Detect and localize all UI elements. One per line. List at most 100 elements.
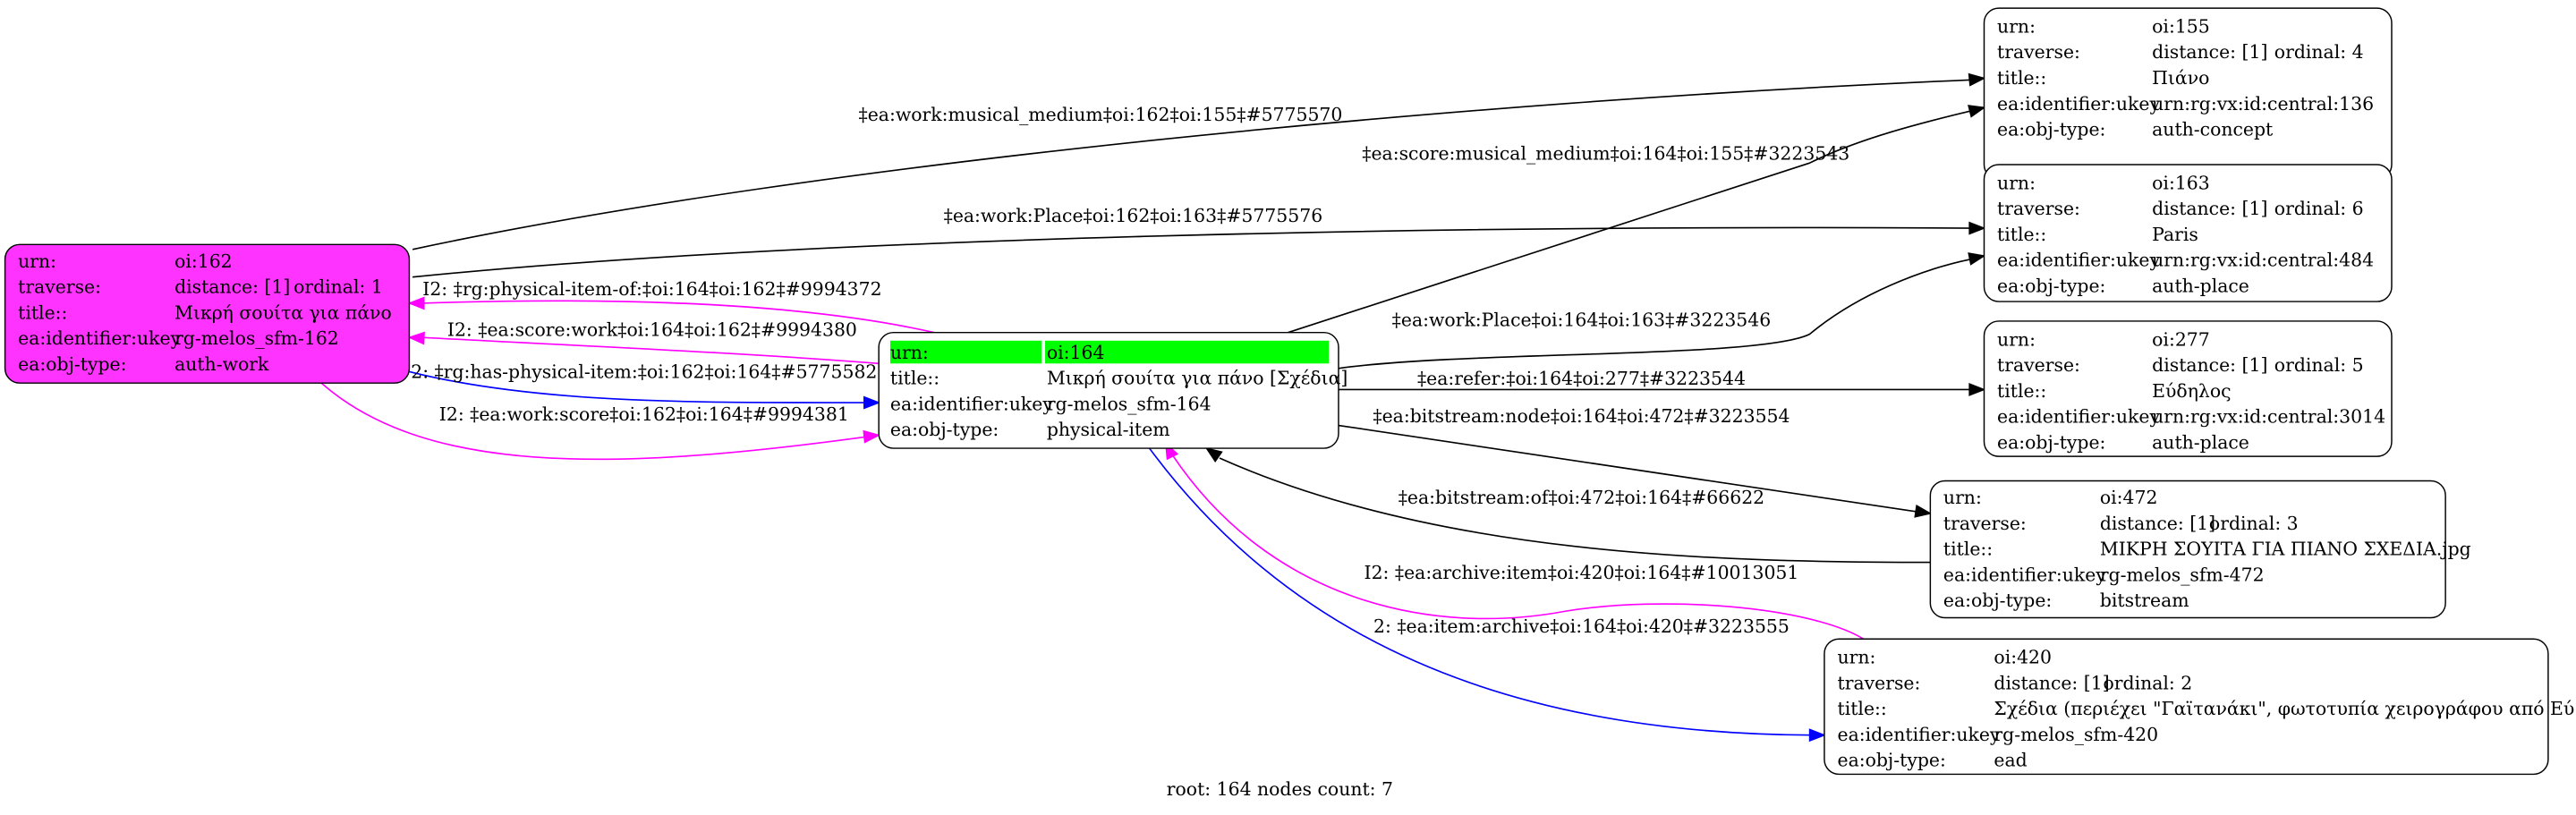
node-field-value: ead	[1994, 750, 2027, 771]
edge-line	[421, 336, 880, 365]
node-field-label: traverse:	[1997, 354, 2080, 376]
node-field-label: urn:	[1997, 172, 2036, 193]
node-field-value: Paris	[2152, 224, 2198, 245]
highlight-cell	[1045, 340, 1330, 364]
node-field-value: distance: [1]	[2152, 41, 2267, 63]
node-field-label: ea:obj-type:	[890, 419, 999, 440]
node-field-label: title::	[1997, 67, 2046, 89]
node-field-value: distance: [1]	[1994, 672, 2109, 693]
arrowhead-icon	[1968, 72, 1986, 87]
edge-162-to-164[interactable]: I2: ‡ea:work:score‡oi:162‡oi:164‡#999438…	[320, 382, 881, 461]
arrowhead-icon	[863, 429, 881, 444]
edge-line	[1171, 454, 1865, 640]
node-field-value: auth-place	[2152, 431, 2249, 453]
node-field-label: ea:obj-type:	[1838, 750, 1946, 771]
node-field-value: oi:277	[2152, 328, 2210, 350]
node-field-value: Εύδηλος	[2152, 380, 2231, 402]
node-field-label: title::	[890, 368, 939, 389]
node-field-value: distance: [1]	[2100, 513, 2215, 534]
node-field-value: oi:420	[1994, 647, 2052, 668]
edge-162-to-155[interactable]: ‡ea:work:musical_medium‡oi:162‡oi:155‡#5…	[412, 72, 1986, 250]
edge-164-to-162[interactable]: I2: ‡rg:physical-item-of:‡oi:164‡oi:162‡…	[407, 278, 935, 334]
node-field-value: rg-melos_sfm-472	[2100, 564, 2265, 585]
edge-line	[1338, 258, 1972, 369]
node-field-ordinal: ordinal: 6	[2274, 198, 2364, 219]
node-field-label: ea:identifier:ukey	[18, 327, 181, 349]
node-field-value: oi:163	[2152, 172, 2210, 193]
node-field-label: ea:obj-type:	[1997, 119, 2105, 140]
edge-label: ‡ea:bitstream:node‡oi:164‡oi:472‡#322355…	[1373, 405, 1790, 427]
node-field-value: rg-melos_sfm-162	[174, 327, 339, 349]
edge-label: ‡ea:score:musical_medium‡oi:164‡oi:155‡#…	[1362, 143, 1849, 165]
node-field-label: title::	[1838, 698, 1887, 719]
edge-164-to-277[interactable]: ‡ea:refer:‡oi:164‡oi:277‡#3223544	[1338, 368, 1986, 396]
node-field-value: distance: [1]	[2152, 354, 2267, 376]
node-field-value: physical-item	[1047, 419, 1170, 440]
node-field-value: rg-melos_sfm-164	[1047, 393, 1211, 414]
edge-line	[1148, 447, 1812, 736]
edge-line	[409, 370, 866, 403]
edge-420-to-164[interactable]: I2: ‡ea:archive:item‡oi:420‡oi:164‡#1001…	[1164, 441, 1865, 640]
node-field-value: ΜΙΚΡΗ ΣΟΥΙΤΑ ΓΙΑ ΠΙΑΝΟ ΣΧΕΔΙΑ.jpg	[2100, 539, 2471, 560]
node-field-label: ea:identifier:ukey	[1838, 724, 2001, 745]
node-field-label: title::	[1997, 380, 2046, 402]
edge-line	[421, 300, 935, 334]
node-field-value: oi:472	[2100, 487, 2158, 508]
node-field-value: Σχέδια (περιέχει "Γαϊτανάκι", φωτοτυπία …	[1994, 698, 2576, 719]
edge-label: I2: ‡ea:archive:item‡oi:420‡oi:164‡#1001…	[1365, 562, 1799, 583]
node-field-label: ea:obj-type:	[1997, 276, 2105, 297]
node-field-label: ea:obj-type:	[1997, 431, 2105, 453]
arrowhead-icon	[1968, 252, 1986, 266]
highlight-cell	[889, 340, 1042, 364]
node-field-label: urn:	[1838, 647, 1876, 668]
node-field-ordinal: ordinal: 3	[2209, 513, 2299, 534]
node-field-label: urn:	[1997, 15, 2036, 37]
edges-layer: ‡ea:work:musical_medium‡oi:162‡oi:155‡#5…	[320, 72, 1986, 743]
edge-line	[1288, 110, 1972, 334]
edge-472-to-164[interactable]: ‡ea:bitstream:of‡oi:472‡oi:164‡#66622	[1204, 446, 1931, 564]
edge-164-to-162[interactable]: I2: ‡ea:score:work‡oi:164‡oi:162‡#999438…	[407, 318, 880, 365]
edge-label: ‡ea:work:musical_medium‡oi:162‡oi:155‡#5…	[859, 104, 1343, 125]
node-field-value: oi:155	[2152, 15, 2210, 37]
graph-footer: root: 164 nodes count: 7	[1167, 778, 1393, 800]
node-field-value: Μικρή σουίτα για πάνο	[174, 301, 392, 323]
arrowhead-icon	[863, 395, 881, 410]
arrowhead-icon	[1808, 728, 1826, 743]
node-field-ordinal: ordinal: 4	[2274, 41, 2364, 63]
node-field-value: Μικρή σουίτα για πάνο [Σχέδια]	[1047, 368, 1348, 389]
node-field-value: oi:164	[1047, 342, 1105, 363]
node-field-value: bitstream	[2100, 590, 2189, 611]
edge-164-to-155[interactable]: ‡ea:score:musical_medium‡oi:164‡oi:155‡#…	[1288, 105, 1986, 334]
edge-label: I2: ‡ea:score:work‡oi:164‡oi:162‡#999438…	[447, 318, 857, 340]
node-field-value: rg-melos_sfm-420	[1994, 724, 2158, 745]
node-field-label: ea:obj-type:	[1943, 590, 2052, 611]
node-field-value: urn:rg:vx:id:central:484	[2152, 250, 2374, 271]
edge-label: 2: ‡ea:item:archive‡oi:164‡oi:420‡#32235…	[1373, 615, 1790, 637]
arrowhead-icon	[1914, 505, 1933, 518]
edge-164-to-472[interactable]: ‡ea:bitstream:node‡oi:164‡oi:472‡#322355…	[1338, 405, 1933, 518]
edge-label: I2: ‡rg:physical-item-of:‡oi:164‡oi:162‡…	[422, 278, 881, 300]
edge-162-to-163[interactable]: ‡ea:work:Place‡oi:162‡oi:163‡#5775576	[412, 205, 1986, 278]
node-field-label: urn:	[1943, 487, 1982, 508]
edge-162-to-164[interactable]: 2: ‡rg:has-physical-item:‡oi:162‡oi:164‡…	[409, 361, 881, 410]
node-field-label: ea:identifier:ukey	[890, 393, 1053, 414]
edge-label: I2: ‡ea:work:score‡oi:162‡oi:164‡#999438…	[439, 403, 849, 425]
node-field-value: auth-place	[2152, 276, 2249, 297]
node-field-label: urn:	[890, 342, 929, 363]
node-field-label: ea:identifier:ukey	[1997, 250, 2160, 271]
edge-164-to-163[interactable]: ‡ea:work:Place‡oi:164‡oi:163‡#3223546	[1338, 252, 1986, 369]
node-box	[1929, 480, 2446, 619]
edge-label: ‡ea:refer:‡oi:164‡oi:277‡#3223544	[1417, 368, 1746, 389]
edge-164-to-420[interactable]: 2: ‡ea:item:archive‡oi:164‡oi:420‡#32235…	[1148, 447, 1826, 743]
edge-line	[1219, 457, 1931, 564]
node-field-label: traverse:	[1838, 672, 1921, 693]
